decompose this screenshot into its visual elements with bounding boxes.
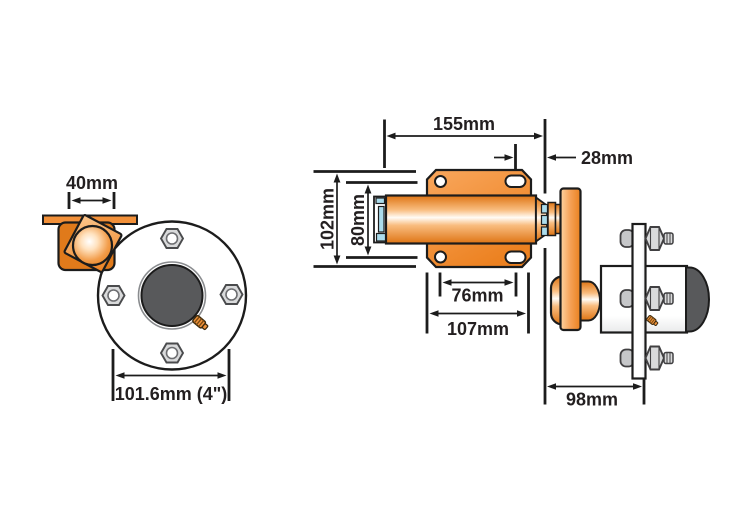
dimension-length: 155mm xyxy=(383,114,547,194)
mounting-hole-bottom-left xyxy=(434,250,447,264)
hub-center-ring xyxy=(137,261,207,330)
wheel-nut-right xyxy=(219,284,244,305)
mounting-hole-top-left xyxy=(434,175,447,188)
flange-nut-top xyxy=(644,226,674,251)
dimension-hole-spacing-horizontal: 76mm xyxy=(438,272,518,306)
swivel-bracket xyxy=(42,214,138,273)
rubber-insert xyxy=(375,232,387,242)
dim-label-28mm: 28mm xyxy=(581,148,633,168)
stub-axle xyxy=(579,280,601,322)
dimension-plate-height: 102mm xyxy=(313,170,416,268)
wheel-nut-top xyxy=(160,228,184,249)
mounting-slot-bottom-right xyxy=(504,250,527,264)
side-view: 155mm 28mm 102mm 80mm xyxy=(313,114,710,410)
rubber-insert xyxy=(375,197,386,205)
dim-label-102mm: 102mm xyxy=(318,188,338,250)
dimension-bracket-width: 40mm xyxy=(66,173,118,209)
wheel-nut-left xyxy=(101,285,126,306)
end-view: 40mm 101.6mm (4") xyxy=(42,173,248,404)
rubber-insert xyxy=(540,214,549,226)
dim-label-pcd: 101.6mm (4") xyxy=(115,384,228,404)
dim-label-76mm: 76mm xyxy=(451,286,503,306)
dimension-hole-spacing-vertical: 80mm xyxy=(346,181,418,259)
hub-flange xyxy=(631,222,647,380)
trailing-arm xyxy=(559,187,582,332)
dimension-pcd: 101.6mm (4") xyxy=(111,349,231,404)
dimension-offset: 28mm xyxy=(494,144,633,169)
joint-disc xyxy=(547,201,557,237)
dimension-plate-width: 107mm xyxy=(425,272,530,339)
dimension-hub-offset: 98mm xyxy=(543,248,646,410)
dim-label-98mm: 98mm xyxy=(566,390,618,410)
flange-nut-bottom xyxy=(644,345,674,371)
dim-label-80mm: 80mm xyxy=(348,194,368,246)
dim-label-40mm: 40mm xyxy=(66,173,118,193)
dim-label-107mm: 107mm xyxy=(447,319,509,339)
dim-label-155mm: 155mm xyxy=(433,114,495,134)
tube-arm-joint xyxy=(535,195,565,244)
rubber-insert xyxy=(540,203,549,214)
wheel-nut-bottom xyxy=(160,342,184,364)
axle-tube xyxy=(384,194,538,245)
bearing-cap xyxy=(685,266,710,333)
hub-center-cap xyxy=(140,264,204,327)
rubber-insert xyxy=(540,226,549,237)
rubber-insert xyxy=(377,205,385,233)
torsion-bore xyxy=(71,224,114,267)
mounting-slot-top-right xyxy=(504,174,527,188)
